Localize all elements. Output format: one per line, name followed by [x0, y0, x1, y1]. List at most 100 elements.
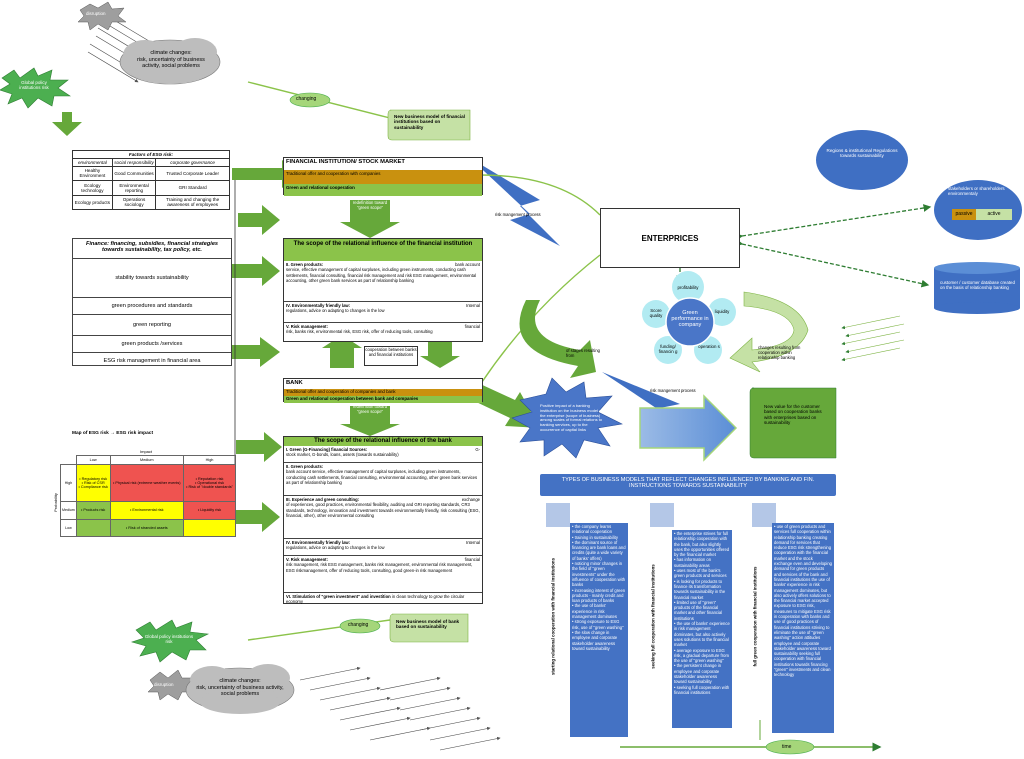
fi-traditional: Traditional offer and cooperation with c…	[284, 170, 482, 184]
scope-bank-section: V. Risk management: financial risk manag…	[284, 556, 482, 593]
redefinition-label-1: redefinition toward "green scope"	[352, 200, 388, 210]
fi-green: Green and relational cooperation	[284, 184, 482, 196]
esg-header-2: social responsibility	[111, 157, 157, 167]
column-3: • use of green products and services ful…	[772, 523, 834, 733]
section-body: bank account service, effective manageme…	[286, 469, 478, 485]
down-arrow-center-1	[340, 200, 400, 238]
section-body: in clean technology to grow the circular…	[286, 594, 465, 605]
section-right: Internal	[466, 303, 480, 308]
down-arrow-center-2	[340, 406, 400, 436]
section-head: V. Risk management:	[286, 324, 328, 329]
esg-cell: Ecology technology	[72, 180, 113, 196]
cloud-bottom	[185, 664, 295, 714]
scope-bank-section: I. Green (G-Financing) financial Sources…	[284, 446, 482, 463]
section-body: regulations, advice on adapting to chang…	[286, 308, 385, 314]
section-right: financial	[464, 557, 480, 562]
bank-title: BANK	[286, 380, 303, 386]
map-col: High	[183, 455, 236, 465]
policy-burst-bottom	[130, 619, 210, 663]
enterprises-box: ENTERPRICES	[600, 208, 740, 268]
col2-item: • is looking for products to finance its…	[674, 578, 726, 600]
finance-item: ESG risk management in financial area	[103, 358, 201, 364]
cloud-text-top: climate changes: risk, uncertainty of bu…	[137, 50, 205, 69]
section-body: of experiences, good practices, environm…	[286, 502, 480, 518]
map-col: Low	[75, 455, 111, 465]
map-cell: • Risk of stranded assets	[109, 518, 185, 538]
risk-mgmt-label-1: risk mangement process	[495, 212, 541, 217]
regions-text: Regions & institutional Regulations towa…	[826, 148, 898, 158]
finance-item: green reporting	[73, 315, 231, 336]
bank-traditional: Traditional offer and cooperation of com…	[284, 389, 482, 396]
coop-box: cooperation between banks and financial …	[364, 346, 418, 366]
map-title: Map of ESG risk → ESG risk impact	[72, 431, 154, 436]
section-head: II. Green products:	[286, 262, 324, 267]
col2-item: • seeking full cooperation with financia…	[674, 684, 730, 695]
right-arrows-left	[232, 160, 302, 532]
perf-center-label: Green performance in company	[671, 310, 709, 328]
side-label-3: full green cooperation with financial in…	[752, 566, 758, 667]
esg-cell: Environmental reporting	[111, 180, 157, 196]
lightning-risk-1	[470, 158, 560, 246]
section-body: risk, banks risk, environmental risk, ES…	[286, 329, 433, 335]
risk-map: Low Medium High High • Regulatory risk •…	[60, 455, 236, 538]
scope-bank-section: IV. Environmentally friendly law: Intern…	[284, 539, 482, 556]
map-cell: • Products risk	[75, 501, 111, 520]
stakeholders-text: stakeholders or shareholders environment…	[948, 186, 1005, 196]
column-1: • the company learns relational cooperat…	[570, 523, 628, 737]
arrows-right-side	[841, 315, 905, 362]
side-label-1: starting relational cooperation with fin…	[550, 557, 556, 676]
database-cylinder	[934, 262, 1020, 314]
positive-impact-text: Positive impact of a banking institution…	[540, 403, 603, 432]
burst-positive-impact	[511, 377, 623, 459]
col2-item: • has information on sustainability area…	[674, 557, 712, 568]
section-body: risk management, risk ESG management, ba…	[286, 562, 473, 573]
esg-cell: Healthy Environment	[72, 165, 113, 182]
section-right: G-	[475, 447, 480, 452]
changes-label: changes resulting from cooperation withi…	[758, 345, 801, 360]
col2-item: • average exposure to ESG risk, a gradua…	[674, 647, 729, 664]
curved-arrow-right	[729, 291, 809, 373]
esg-cell: GRI Standard	[155, 180, 230, 196]
map-probability-label: Probability	[52, 493, 58, 512]
changing-label-top: changing	[296, 96, 317, 102]
time-ellipse	[765, 739, 815, 755]
col1-item: • the company learns relational cooperat…	[572, 524, 613, 535]
perf-item: liquidity	[714, 309, 730, 314]
section-right: Internal	[466, 540, 480, 545]
map-cell: • Regulatory risk • Risk of CSR • Compli…	[75, 463, 111, 503]
col3-item: • use of green products and services ful…	[774, 524, 832, 678]
col2-item: • the persistent change in employee and …	[674, 663, 722, 685]
esg-header-1: environmental	[72, 157, 113, 167]
scope-bank-section: III. Experience and green consulting: ex…	[284, 496, 482, 539]
esg-title: Factors of ESG risk:	[72, 150, 230, 159]
map-col: Medium	[109, 455, 185, 465]
section-head: VI. Stimulation of "green investment" an…	[286, 594, 391, 599]
perf-item: profitability	[677, 285, 699, 290]
col2-item: • limited use of "green" products of the…	[674, 599, 723, 621]
finance-item: stability towards sustainability	[73, 259, 231, 298]
database-text: customer / customer database created on …	[940, 280, 1015, 290]
map-row: Low	[60, 518, 77, 538]
new-value-text: New value for the customer based on coop…	[764, 404, 822, 426]
changing-ellipse-bottom	[339, 618, 381, 634]
blue-arrow-new-value	[639, 394, 738, 462]
finance-item: green products /services	[73, 336, 231, 353]
scope-bank-box: The scope of the relational influence of…	[283, 436, 483, 604]
scope-fi-title: The scope of the relational influence of…	[284, 239, 482, 261]
active-badge: active	[976, 209, 1012, 220]
map-cell	[183, 518, 236, 538]
side-label-2: seeking full cooperation with financial …	[650, 564, 656, 669]
esg-table: Factors of ESG risk: environmental socia…	[72, 150, 230, 211]
policy-label-bottom: Global policy institutions risk	[144, 634, 194, 644]
scroll-new-model-bottom	[389, 613, 469, 643]
scope-fi-section: V. Risk management: financial risk, bank…	[284, 323, 482, 336]
redefinition-label-2: redefinition toward "green scope"	[352, 404, 388, 414]
finance-item: green procedures and standards	[73, 298, 231, 315]
section-body: service, effective management of capital…	[286, 267, 477, 283]
esg-header-3: corporate governance	[155, 157, 230, 167]
col1-item: • strong exposure to ESG risk, use of "g…	[572, 619, 624, 630]
col1-item: • the dominant source of financing are b…	[572, 539, 626, 561]
risk-mgmt-label-2: risk mangement process	[650, 388, 696, 393]
scope-bank-section: II. Green products: bank account service…	[284, 463, 482, 496]
section-head: II. Green products:	[286, 464, 324, 469]
